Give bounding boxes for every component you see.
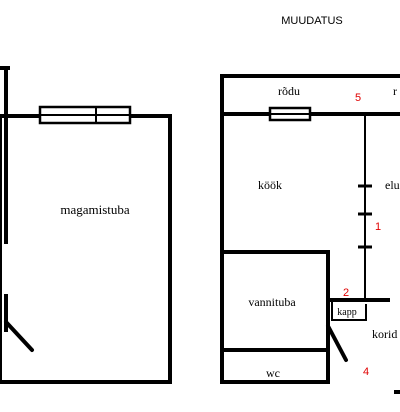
plan-heading: MUUDATUS [281, 15, 343, 27]
room-label-elutuba: elu [385, 178, 400, 192]
room-label-kook: köök [258, 178, 282, 192]
closet-walls [331, 300, 367, 321]
bedroom-door [4, 320, 34, 352]
right-plan: rõdu r köök elu vannituba kapp korid wc … [220, 74, 400, 394]
change-marker-5: 5 [355, 92, 361, 104]
outer-walls [220, 110, 330, 384]
room-label-koridor: korid [372, 327, 397, 341]
change-marker-2: 2 [343, 287, 349, 299]
change-marker-4: 4 [363, 366, 369, 378]
balcony-walls [220, 74, 400, 114]
room-label-magamistuba: magamistuba [60, 202, 130, 217]
room-label-kapp: kapp [337, 307, 356, 318]
left-plan: magamistuba [0, 66, 172, 384]
room-label-rodu: rõdu [278, 84, 300, 98]
room-label-wc: wc [266, 366, 280, 380]
corridor-door [326, 324, 348, 362]
change-marker-1: 1 [375, 221, 381, 233]
balcony-window [268, 106, 312, 122]
bedroom-window [38, 105, 132, 125]
bathroom-walls [220, 250, 330, 384]
room-label-vannituba: vannituba [248, 295, 296, 309]
room-label-rodu-right: r [393, 84, 397, 98]
